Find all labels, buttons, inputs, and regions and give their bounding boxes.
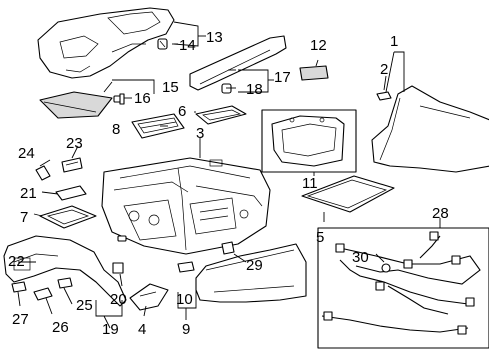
callout-3: 3: [196, 125, 204, 142]
callout-14: 14: [179, 37, 196, 54]
callout-5: 5: [316, 229, 324, 246]
callout-16: 16: [134, 90, 151, 107]
callout-24: 24: [18, 145, 35, 162]
clip-29-part: [221, 241, 235, 255]
callout-25: 25: [76, 297, 93, 314]
bezel-21-part: [55, 185, 87, 201]
screw-3-part: [117, 235, 127, 242]
connector-25-part: [57, 277, 73, 289]
callout-8: 8: [112, 121, 120, 138]
side-cover-1-part: [371, 85, 489, 173]
callout-10: 10: [176, 291, 193, 308]
bolt-16-part: [113, 93, 125, 105]
lid-5-part: [301, 175, 395, 213]
callout-12: 12: [310, 37, 327, 54]
callout-26: 26: [52, 319, 69, 336]
callout-4: 4: [138, 321, 146, 338]
wire-harness-28-part: [321, 231, 481, 335]
storage-mat-15-part: [39, 91, 113, 119]
storage-mat-7-part: [39, 205, 97, 229]
callout-22: 22: [8, 253, 25, 270]
clip-14-part: [157, 38, 168, 50]
callout-labels: 13 14 15 16 17 18 12 1 2 6 8 3 11 5 28 3…: [8, 29, 449, 338]
callout-28: 28: [432, 205, 449, 222]
rear-panel-9-part: [195, 243, 307, 303]
storage-bin-11-part: [261, 109, 357, 173]
callout-30: 30: [352, 249, 369, 266]
leader-lines: [17, 21, 441, 329]
switch-panel-23-part: [61, 157, 83, 173]
callout-1: 1: [390, 33, 398, 50]
clip-20-part: [112, 262, 124, 274]
callout-13: 13: [206, 29, 223, 46]
callout-18: 18: [246, 81, 263, 98]
callout-23: 23: [66, 135, 83, 152]
callout-2: 2: [380, 61, 388, 78]
callout-15: 15: [162, 79, 179, 96]
callout-11: 11: [302, 175, 318, 192]
cup-holder-8-part: [131, 113, 185, 139]
callout-21: 21: [20, 185, 37, 202]
callout-29: 29: [246, 257, 263, 274]
console-body-3-part: [101, 157, 271, 255]
bracket-4-part: [129, 283, 169, 311]
callout-7: 7: [20, 209, 28, 226]
switch-24-part: [35, 165, 51, 181]
callout-20: 20: [110, 291, 127, 308]
upper-trim-panel-part: [37, 7, 175, 79]
callout-6: 6: [178, 103, 186, 120]
connector-27-part: [11, 281, 27, 293]
clip-10-part: [177, 261, 195, 273]
front-trim-22-part: [3, 235, 127, 307]
callout-27: 27: [12, 311, 29, 328]
callout-17: 17: [274, 69, 291, 86]
tray-6-part: [195, 105, 247, 125]
clip-18-part: [221, 83, 232, 94]
badge-12-part: [299, 65, 329, 81]
clip-2-part: [376, 91, 392, 101]
clip-30-part: [381, 263, 391, 273]
callout-9: 9: [182, 321, 190, 338]
side-rail-17-part: [189, 35, 287, 91]
callout-19: 19: [102, 321, 119, 338]
switch-26-part: [33, 287, 53, 301]
